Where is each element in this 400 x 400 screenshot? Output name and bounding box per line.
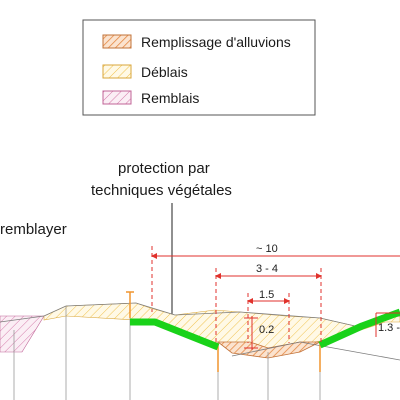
legend-swatch-alluvions (102, 34, 132, 49)
protection-label-line1: protection par (118, 160, 210, 177)
legend-swatch-remblais (102, 90, 132, 105)
protection-label-line2: techniques végétales (91, 182, 232, 199)
legend: Remplissage d'alluvions Déblais Remblais (82, 19, 316, 116)
stakes (126, 291, 321, 372)
dimension-slope-label: 1.3 - (378, 322, 400, 334)
remblayer-label: remblayer (0, 221, 67, 238)
legend-swatch-deblais (102, 64, 132, 79)
legend-label-alluvions: Remplissage d'alluvions (141, 34, 291, 50)
dimension-depth (244, 316, 258, 350)
dimension-mid (215, 268, 322, 342)
dimension-depth-label: 0.2 (259, 324, 274, 336)
dimension-total (151, 246, 400, 312)
legend-label-remblais: Remblais (141, 90, 199, 106)
dimension-mid-label: 3 - 4 (256, 263, 278, 275)
cross-line (231, 341, 400, 361)
dimension-total-label: ~ 10 (256, 243, 278, 255)
remblais-area (0, 315, 45, 353)
green-protection-left (130, 318, 220, 351)
dimension-slope (375, 312, 400, 337)
green-protection-right (318, 308, 400, 349)
legend-label-deblais: Déblais (141, 64, 188, 80)
dimension-inner-label: 1.5 (259, 289, 274, 301)
